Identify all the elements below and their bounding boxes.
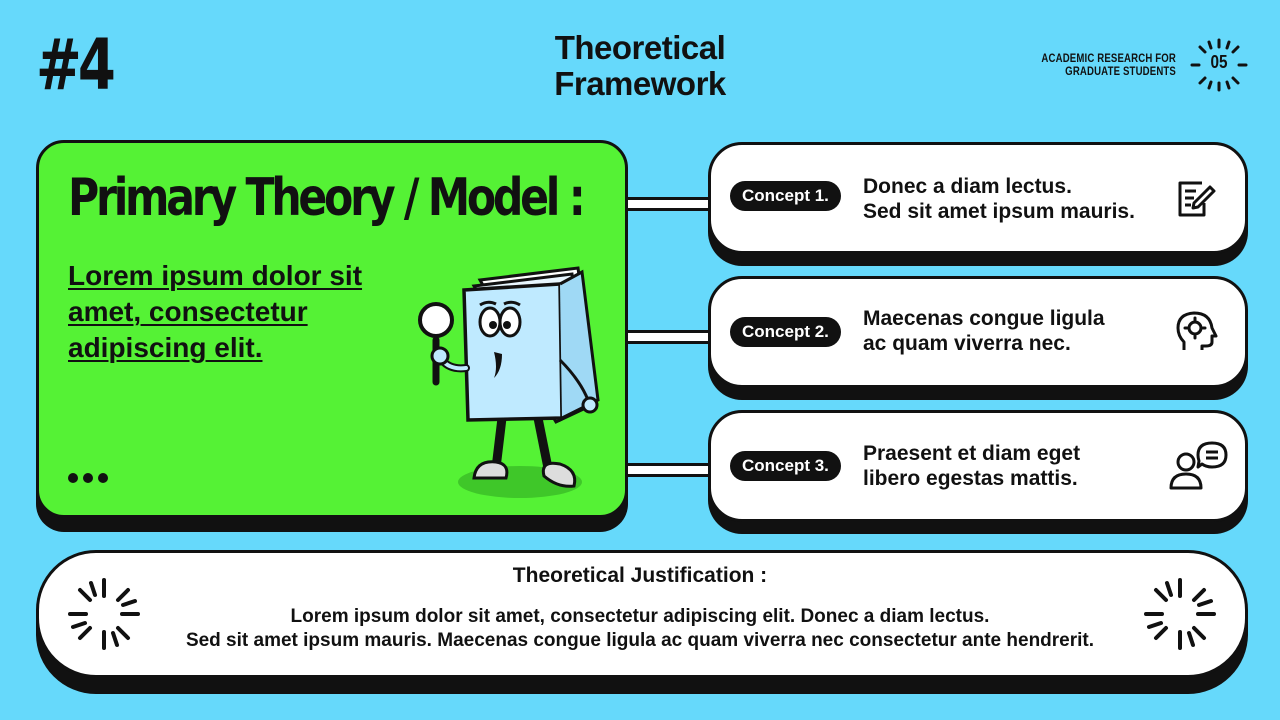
page-number: 05 [1210,52,1228,72]
concept-3-line2: libero egestas mattis. [863,467,1078,490]
user-chat-icon [1169,441,1228,490]
book-mascot-illustration [418,266,600,498]
concept-3-line1: Praesent et diam eget [863,442,1081,465]
concept-card-3 [708,410,1248,522]
concept-1-text: Donec a diam lectus. Sed sit amet ipsum … [863,174,1135,224]
connector-1 [620,197,720,211]
page-number-badge: 05 [1188,38,1250,92]
justification-card [36,550,1248,678]
burst-right-icon [1144,578,1216,650]
connector-2 [620,330,720,344]
concept-1-line2: Sed sit amet ipsum mauris. [863,200,1135,223]
concept-3-label: Concept 3. [730,451,841,481]
concept-2-text: Maecenas congue ligula ac quam viverra n… [863,306,1105,356]
justification-body: Lorem ipsum dolor sit amet, consectetur … [140,605,1140,653]
concept-2-label: Concept 2. [730,317,841,347]
head-gear-icon [1176,311,1218,350]
subtitle-line2: GRADUATE STUDENTS [1065,64,1176,78]
justification-title: Theoretical Justification : [512,564,768,587]
concept-2-line1: Maecenas congue ligula [863,307,1105,330]
page-title: Theoretical Framework [440,30,840,102]
slide-number: #4 [36,24,116,106]
more-dots-icon [68,470,113,488]
primary-theory-body: Lorem ipsum dolor sit amet, consectetur … [68,260,363,363]
burst-left-icon [68,578,140,650]
concept-1-line1: Donec a diam lectus. [863,175,1072,198]
subtitle-line1: ACADEMIC RESEARCH FOR [1041,51,1176,65]
concept-2-line2: ac quam viverra nec. [863,332,1071,355]
justification-line1: Lorem ipsum dolor sit amet, consectetur … [290,606,990,627]
page-title-line1: Theoretical [554,29,726,66]
page-subtitle: ACADEMIC RESEARCH FOR GRADUATE STUDENTS [1035,52,1176,78]
primary-theory-title: Primary Theory / Model : [68,168,586,228]
concept-3-text: Praesent et diam eget libero egestas mat… [863,441,1080,491]
concept-1-label: Concept 1. [730,181,841,211]
justification-line2: Sed sit amet ipsum mauris. Maecenas cong… [185,630,1095,651]
page-title-line2: Framework [554,65,726,102]
burst-icon [1190,38,1248,92]
connector-3 [620,463,720,477]
document-edit-icon [1178,181,1216,217]
